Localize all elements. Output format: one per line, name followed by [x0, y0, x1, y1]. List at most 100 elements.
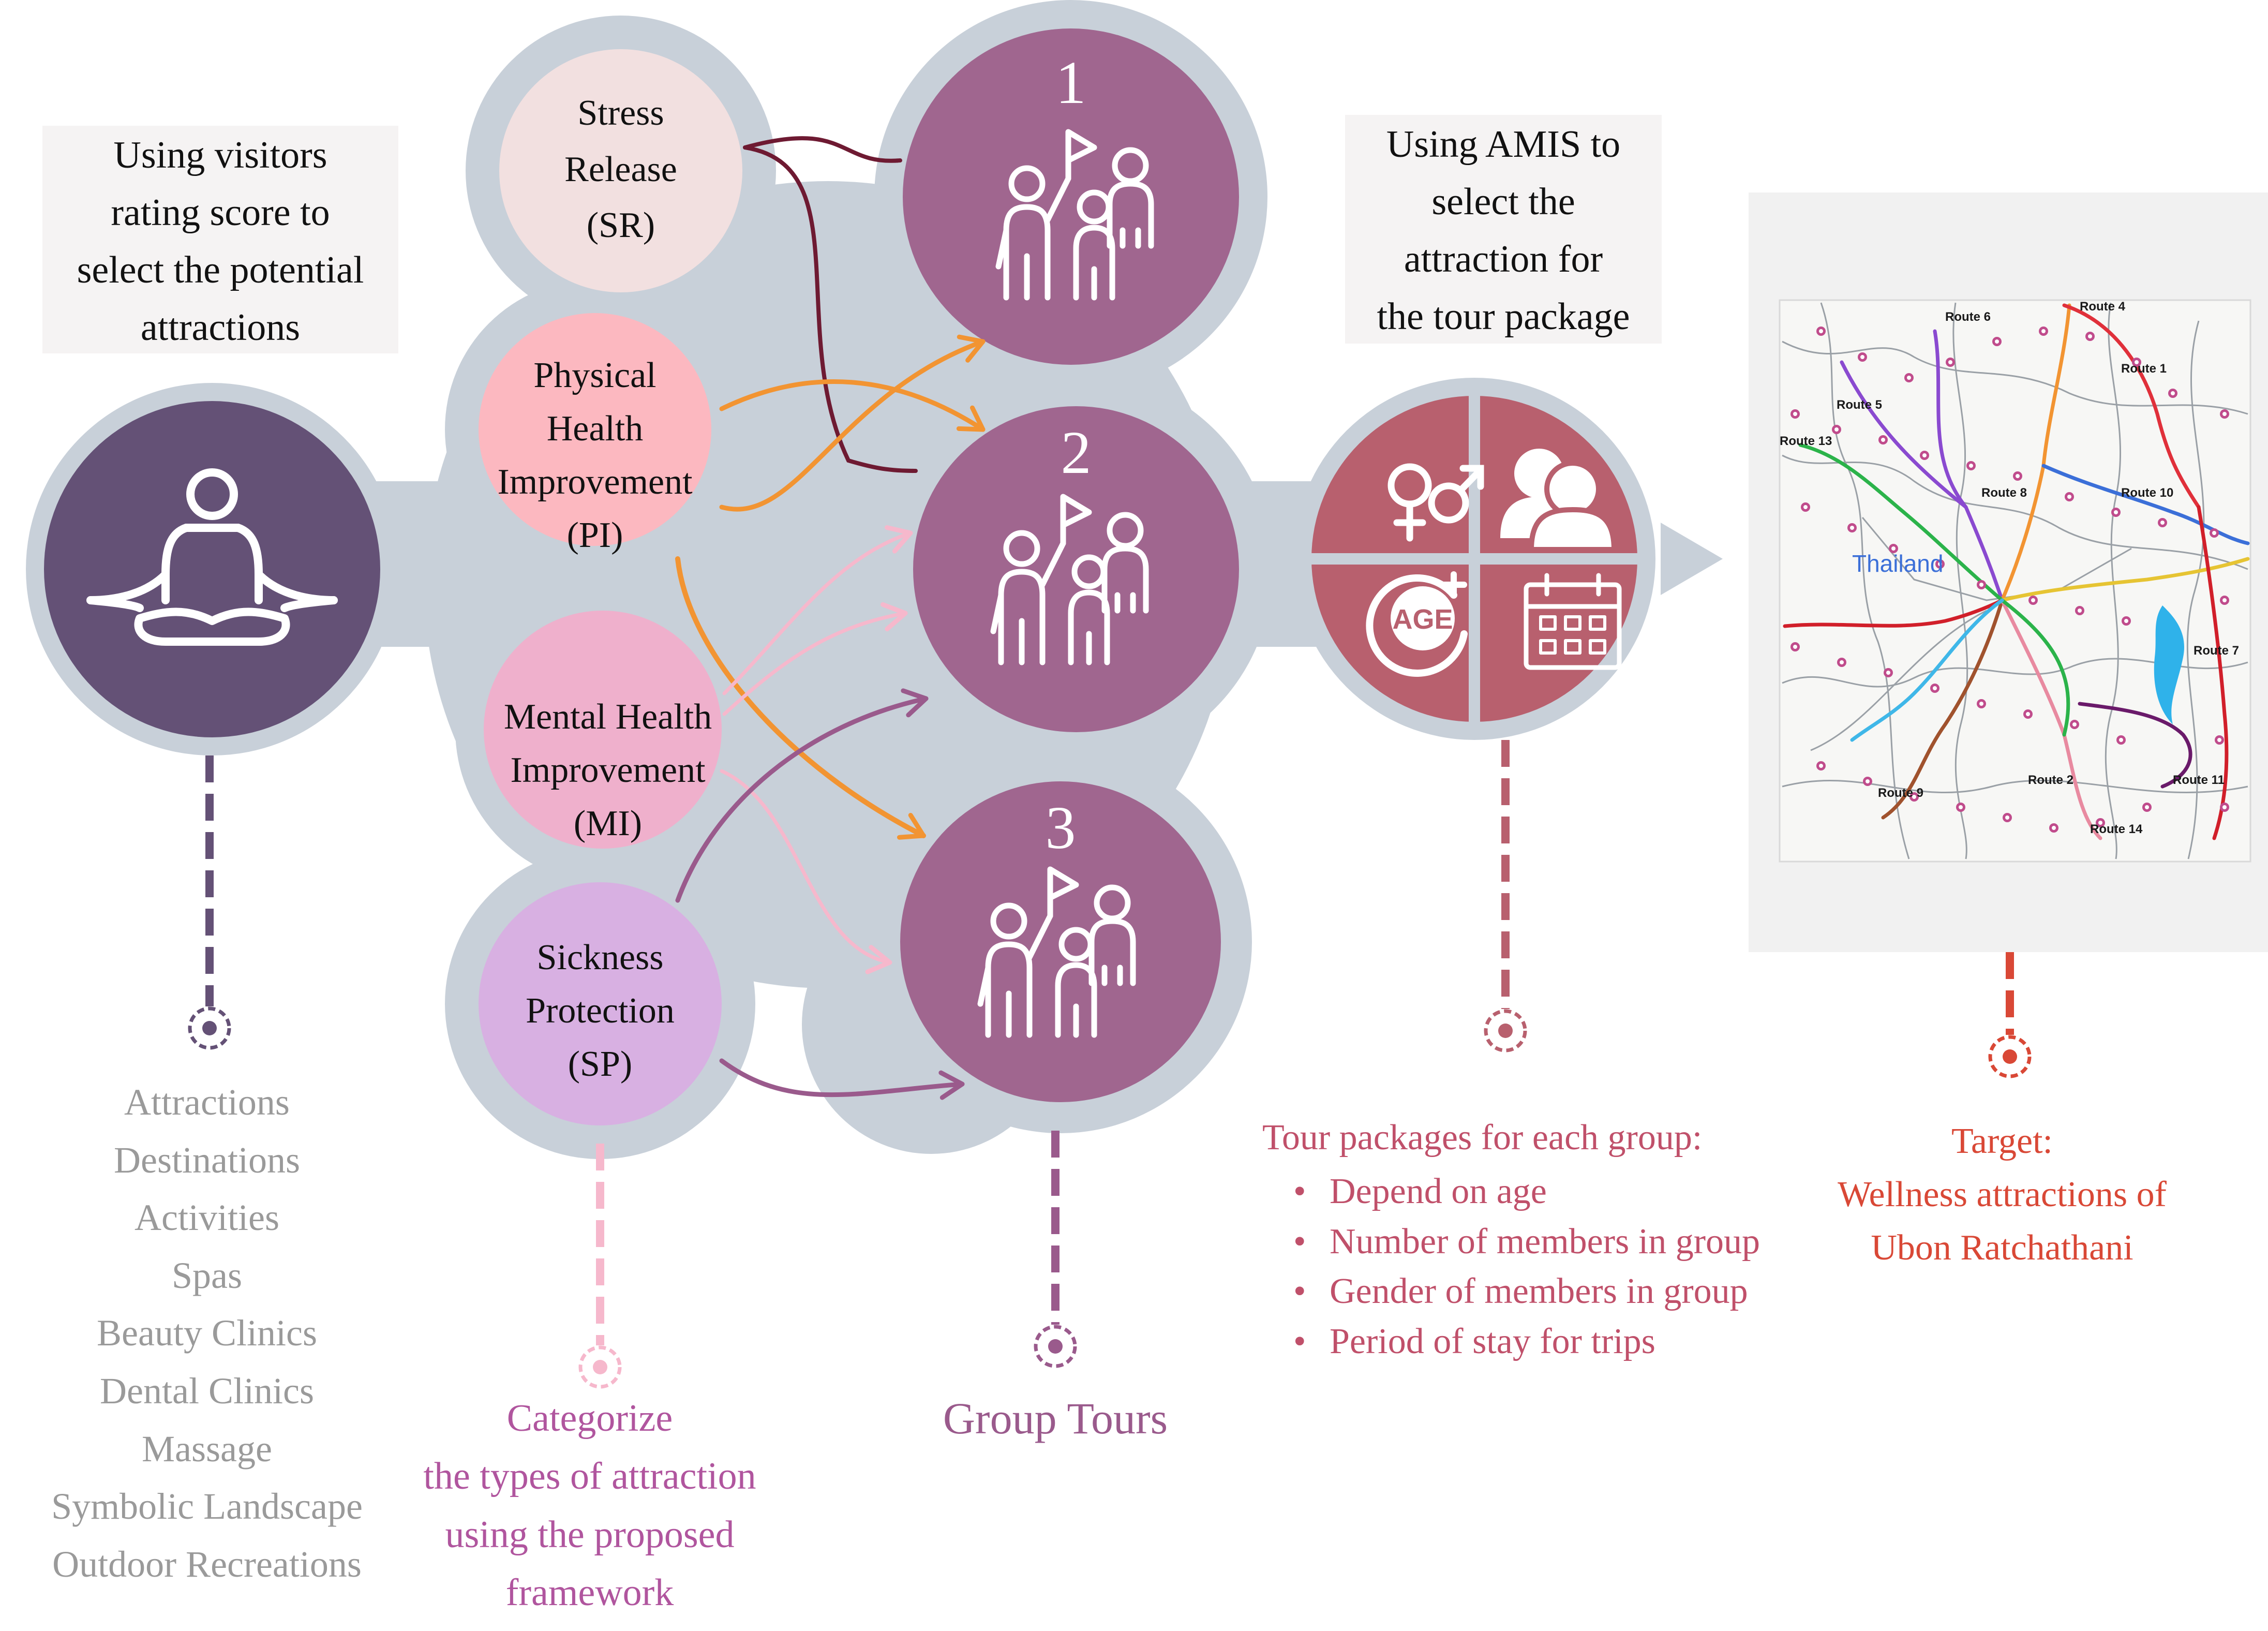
- category-sr-line: Stress: [577, 93, 664, 133]
- category-to-group-arrows: [675, 136, 986, 1100]
- step5-caption: Target: Wellness attractions of Ubon Ratch…: [1816, 1115, 2188, 1275]
- step4-heading: Using AMIS to select the attraction for the…: [1345, 116, 1662, 346]
- group-circle-1: [903, 28, 1239, 365]
- step1-heading-line: select the potential: [77, 249, 364, 291]
- attraction-item-line: Attractions: [124, 1081, 290, 1123]
- meditation-icon: [86, 468, 338, 646]
- category-circle-mi: [484, 611, 722, 849]
- arrow-pi-to-3: [675, 556, 926, 838]
- step4-end-marker: [1484, 1009, 1527, 1052]
- step1-heading-line: rating score to: [111, 191, 330, 234]
- step1-heading-box: [42, 126, 398, 353]
- category-circle-sr: [499, 49, 742, 292]
- arrow-mi-to-2b: [722, 611, 907, 716]
- category-pi-line: (PI): [566, 515, 623, 555]
- group-number-3: 3: [1045, 794, 1076, 862]
- arrowhead-mi-3: [865, 945, 892, 974]
- category-pi-line: Physical: [533, 355, 656, 395]
- arrow-sp-to-2: [675, 696, 929, 903]
- arrow-sp-to-group: [719, 1058, 965, 1098]
- tour-package-criterion: Gender of members in group: [1283, 1267, 1760, 1317]
- step2-caption: Categorize the types of attraction using t…: [393, 1389, 786, 1622]
- tour-group-icon-3: [977, 866, 1136, 1038]
- group-number-2: 2: [1061, 419, 1092, 486]
- step4-heading-box: [1345, 115, 1662, 344]
- step4-bullet-list: Depend on ageNumber of members in groupG…: [1283, 1167, 1760, 1367]
- step1-end-marker: [188, 1006, 231, 1050]
- category-pi-line: Improvement: [497, 462, 693, 502]
- step1-heading: Using visitors rating score to select the …: [42, 127, 398, 357]
- category-sp-line: Sickness: [536, 938, 664, 977]
- step5-end-marker: [1988, 1035, 2032, 1078]
- category-circle-pi: [479, 313, 711, 546]
- arrowhead-sp-g: [938, 1070, 965, 1100]
- tour-group-icon-2: [990, 494, 1149, 665]
- members-icon: [1500, 449, 1617, 552]
- arrowhead-pi-3: [897, 812, 926, 840]
- step4-heading-line: Using AMIS to: [1386, 123, 1621, 166]
- step4-caption-title: Tour packages for each group:: [1262, 1118, 1703, 1158]
- meditation-circle: [44, 401, 380, 737]
- category-mi-line: Improvement: [510, 750, 706, 790]
- arrowhead-sp-2: [901, 688, 929, 718]
- tour-package-criterion: Depend on age: [1283, 1167, 1760, 1217]
- step2-caption-line: using the proposed: [445, 1513, 735, 1556]
- map-route-label: Route 5: [1837, 398, 1882, 412]
- arrowhead-pi-2: [956, 405, 986, 432]
- attraction-item-line: Symbolic Landscape: [51, 1486, 363, 1528]
- map-route-label: Route 11: [2173, 773, 2225, 787]
- attraction-item-line: Activities: [135, 1197, 279, 1239]
- category-sr-line: (SR): [586, 205, 655, 245]
- step3-end-marker: [1034, 1325, 1077, 1368]
- map-route-label: Route 9: [1878, 786, 1923, 800]
- age-badge-text: AGE: [1392, 604, 1453, 635]
- map-country-label: Thailand: [1852, 550, 1943, 577]
- step1-heading-line: Using visitors: [113, 134, 327, 176]
- step2-end-marker: [578, 1345, 622, 1389]
- attraction-item-line: Spas: [171, 1254, 243, 1296]
- arrowhead-mi-2b: [880, 602, 908, 632]
- map-route-label: Route 14: [2090, 822, 2143, 836]
- tour-package-criterion: Number of members in group: [1283, 1217, 1760, 1267]
- arrow-mi-to-2a: [722, 531, 913, 695]
- category-sp-line: (SP): [568, 1044, 633, 1084]
- step2-caption-line: the types of attraction: [423, 1455, 756, 1498]
- attraction-item-line: Outdoor Recreations: [52, 1543, 362, 1585]
- attraction-item-line: Dental Clinics: [100, 1370, 314, 1412]
- category-pi-line: Health: [546, 408, 644, 449]
- arrow-sr-to-1: [743, 136, 902, 163]
- category-mi-line: (MI): [573, 803, 643, 843]
- step4-heading-line: attraction for: [1404, 238, 1603, 280]
- step2-caption-line: Categorize: [506, 1397, 673, 1440]
- arrowhead-mi-2a: [885, 525, 913, 554]
- arrow-pi-to-1: [719, 339, 986, 512]
- attraction-item-line: Massage: [142, 1428, 272, 1470]
- calendar-icon: [1524, 573, 1622, 670]
- step4-heading-line: the tour package: [1377, 295, 1630, 338]
- step4-heading-line: select the: [1431, 181, 1575, 223]
- arrowhead-pi-1: [957, 334, 986, 363]
- arrow-pi-to-2: [719, 379, 986, 432]
- map-route-label: Route 10: [2121, 486, 2173, 500]
- step5-caption-line: Target:: [1951, 1121, 2053, 1161]
- map-route-label: Route 2: [2028, 773, 2073, 787]
- map-route-label: Route 13: [1780, 434, 1832, 448]
- group-number-1: 1: [1055, 49, 1086, 116]
- step5-caption-line: Wellness attractions of: [1838, 1174, 2167, 1214]
- category-circle-sp: [479, 882, 722, 1125]
- step3-caption: Group Tours: [943, 1393, 1168, 1443]
- category-mi-line: Mental Health: [503, 697, 712, 737]
- map-route-label: Route 1: [2121, 362, 2167, 376]
- step5-caption-line: Ubon Ratchathani: [1871, 1227, 2133, 1268]
- map-route-label: Route 4: [2080, 300, 2126, 314]
- step2-caption-line: framework: [505, 1571, 674, 1614]
- gender-icon: [1387, 463, 1484, 542]
- arrow-sr-to-2: [743, 145, 918, 471]
